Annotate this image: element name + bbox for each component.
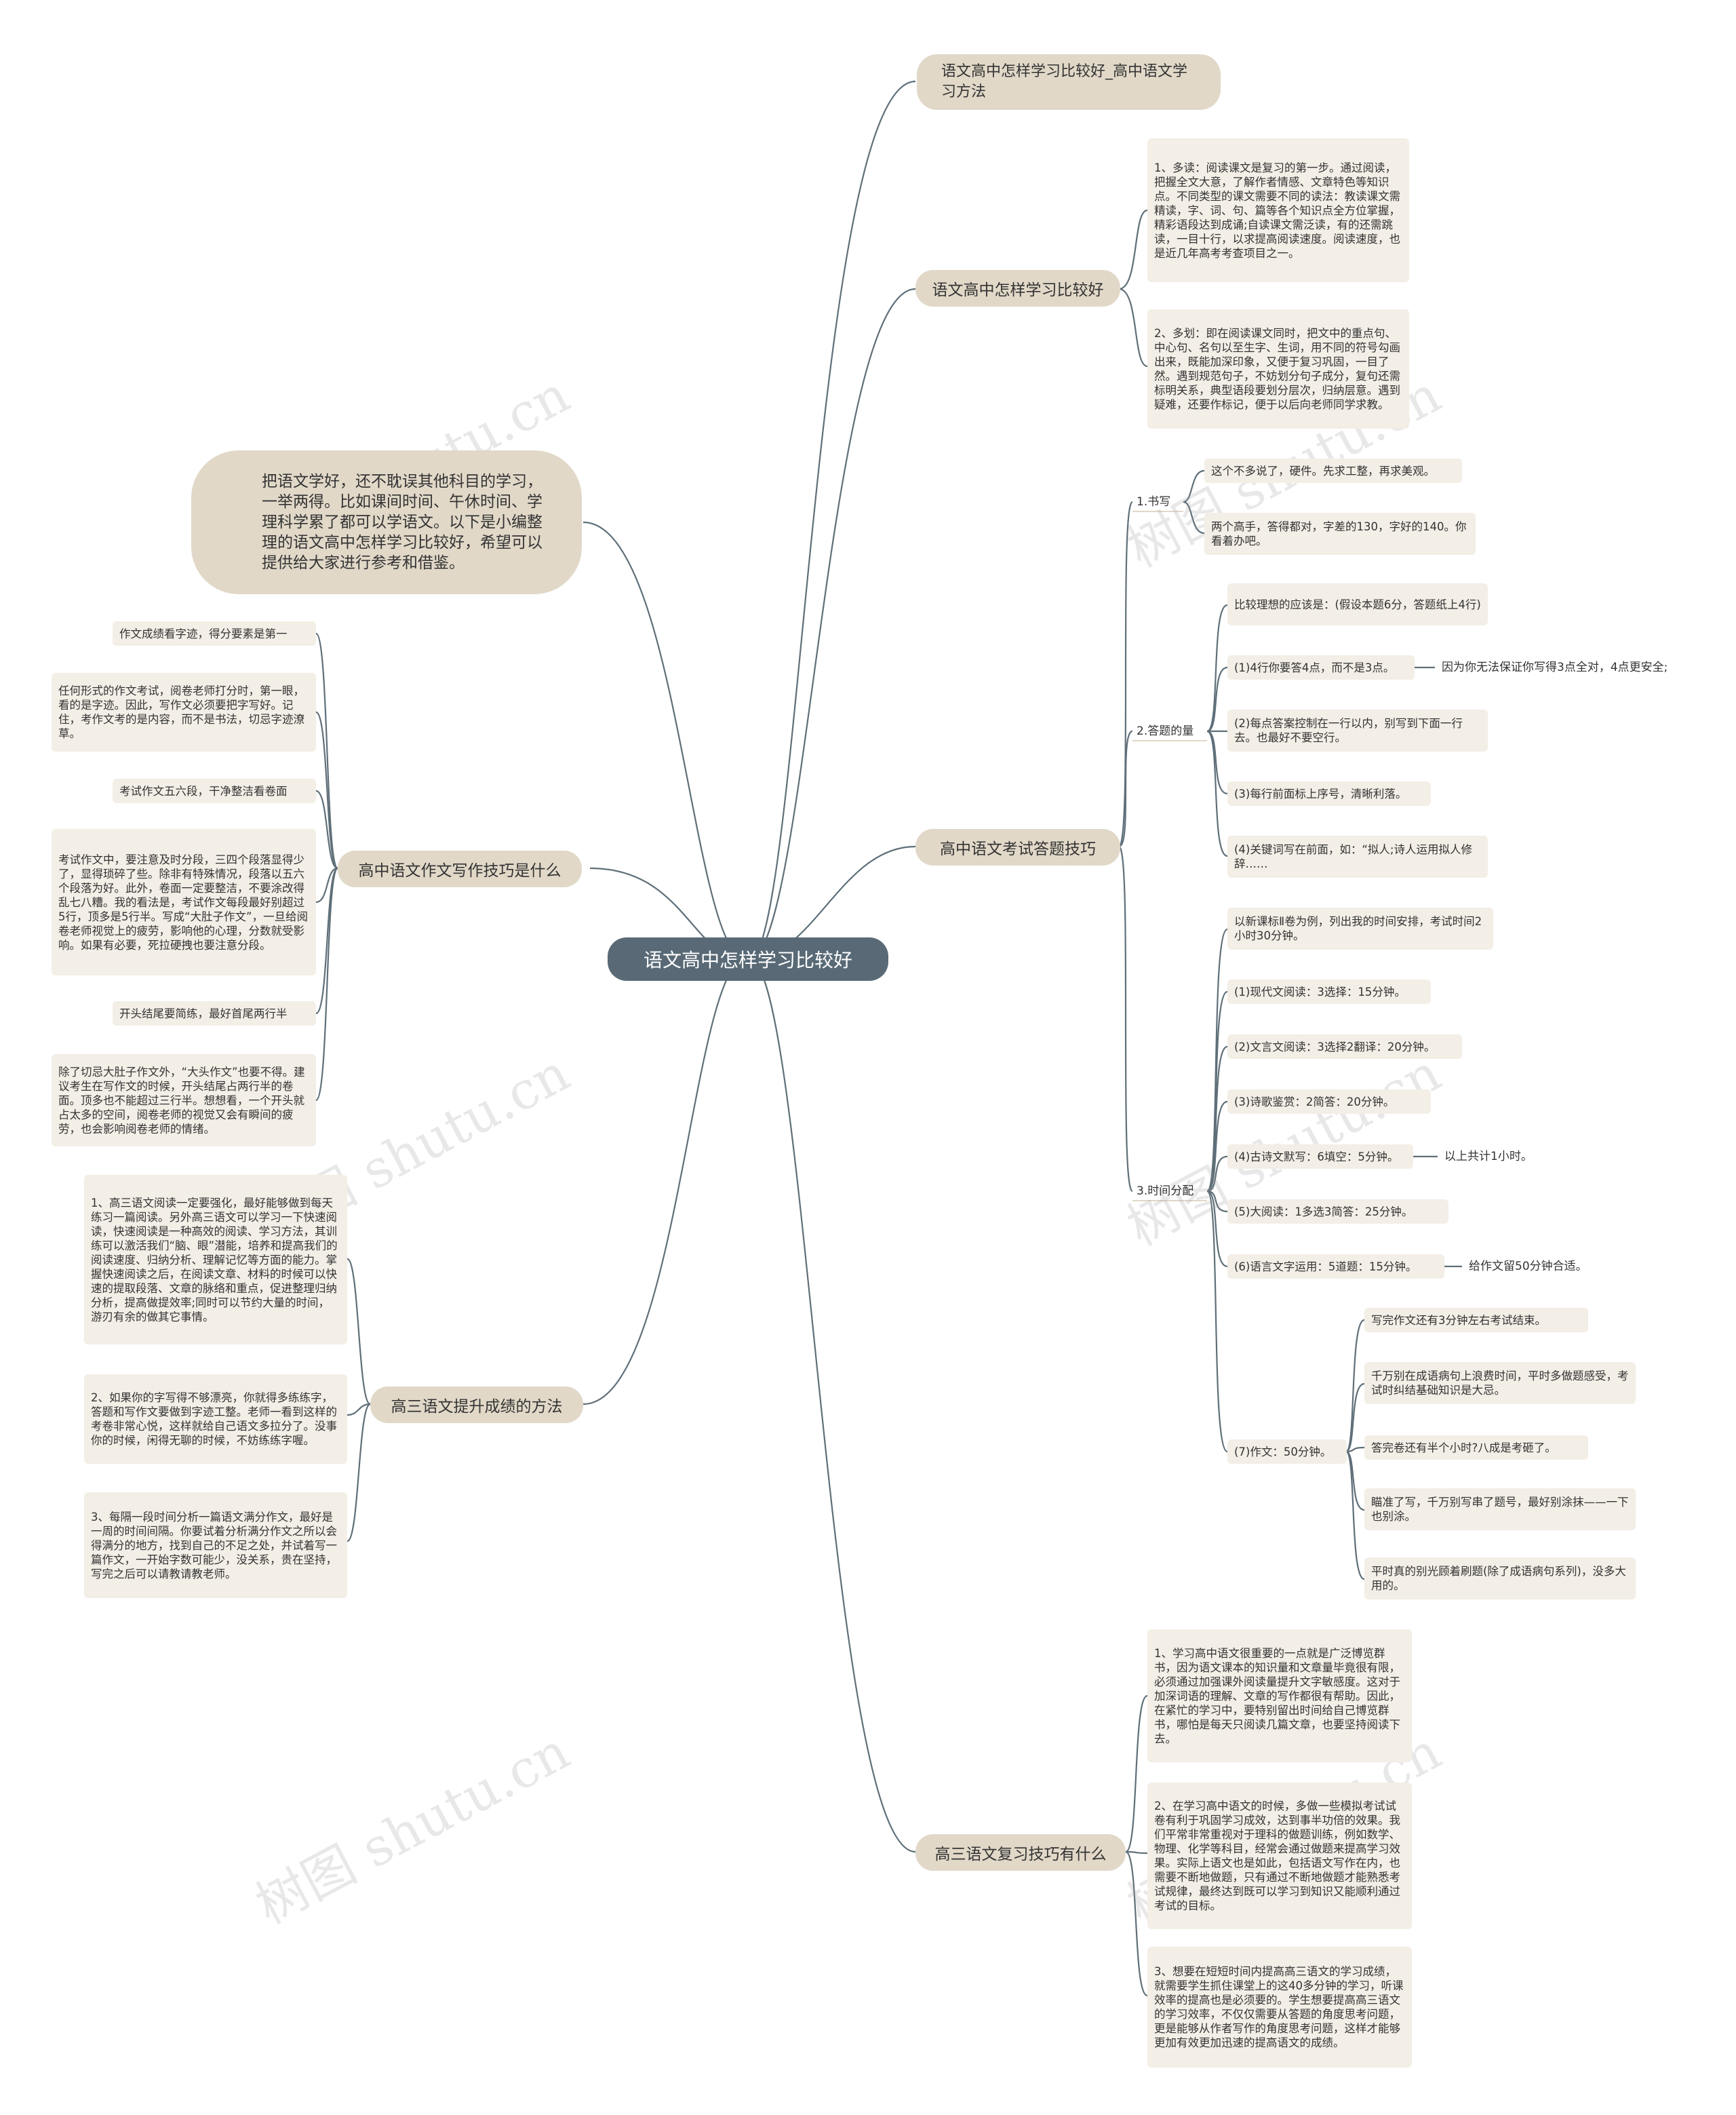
how-to-learn-item[interactable]: 2、多划：即在阅读课文同时，把文中的重点句、中心句、名句以至生字、生词，用不同的…	[1147, 309, 1409, 429]
improve-item[interactable]: 1、高三语文阅读一定要强化，最好能够做到每天练习一篇阅读。另外高三语文可以学习一…	[84, 1175, 347, 1344]
branch-writing-tips[interactable]: 高中语文作文写作技巧是什么	[338, 851, 582, 887]
exam-writing-label[interactable]: 1.书写	[1137, 495, 1171, 509]
exam-time-label[interactable]: 3.时间分配	[1137, 1184, 1194, 1198]
exam-time-item[interactable]: 以新课标Ⅱ卷为例，列出我的时间安排，考试时间2小时30分钟。	[1227, 908, 1493, 950]
writing-tip-item[interactable]: 考试作文五六段，干净整洁看卷面	[113, 779, 316, 803]
exam-amount-item[interactable]: 比较理想的应该是：(假设本题6分，答题纸上4行)	[1227, 583, 1488, 625]
exam-amount-item[interactable]: (3)每行前面标上序号，清晰利落。	[1227, 781, 1431, 806]
essay-tip-item[interactable]: 答完卷还有半个小时?八成是考砸了。	[1364, 1435, 1588, 1460]
review-item[interactable]: 3、想要在短短时间内提高高三语文的学习成绩，就需要学生抓住课堂上的这40多分钟的…	[1147, 1947, 1412, 2068]
root-topic[interactable]: 语文高中怎样学习比较好	[608, 937, 888, 981]
branch-review-tips[interactable]: 高三语文复习技巧有什么	[915, 1834, 1126, 1871]
exam-time-item[interactable]: (1)现代文阅读：3选择：15分钟。	[1227, 979, 1431, 1004]
how-to-learn-item[interactable]: 1、多读：阅读课文是复习的第一步。通过阅读，把握全文大意，了解作者情感、文章特色…	[1147, 138, 1409, 282]
review-item[interactable]: 2、在学习高中语文的时候，多做一些模拟考试试卷有利于巩固学习成效，达到事半功倍的…	[1147, 1783, 1412, 1929]
essay-tip-item[interactable]: 千万别在成语病句上浪费时间，平时多做题感受，考试时纠结基础知识是大忌。	[1364, 1362, 1636, 1404]
writing-tip-item[interactable]: 开头结尾要简练，最好首尾两行半	[113, 1001, 316, 1026]
writing-tip-item[interactable]: 考试作文中，要注意及时分段，三四个段落显得少了，显得琐碎了些。除非有特殊情况，段…	[52, 829, 316, 975]
exam-time-item[interactable]: (5)大阅读：1多选3简答：25分钟。	[1227, 1199, 1448, 1224]
branch-how-to-learn[interactable]: 语文高中怎样学习比较好	[915, 270, 1120, 307]
intro-node[interactable]: 把语文学好，还不耽误其他科目的学习，一举两得。比如课间时间、午休时间、学理科学累…	[191, 450, 582, 594]
exam-writing-item[interactable]: 这个不多说了，硬件。先求工整，再求美观。	[1204, 459, 1462, 483]
review-item[interactable]: 1、学习高中语文很重要的一点就是广泛博览群书，因为语文课本的知识量和文章量毕竟很…	[1147, 1629, 1412, 1762]
writing-tip-item[interactable]: 除了切忌大肚子作文外，“大头作文”也要不得。建议考生在写作文的时候，开头结尾占两…	[52, 1054, 316, 1146]
branch-exam-tips[interactable]: 高中语文考试答题技巧	[915, 829, 1120, 866]
exam-amount-note[interactable]: 因为你无法保证你写得3点全对，4点更安全;	[1442, 661, 1668, 674]
exam-time-note[interactable]: 以上共计1小时。	[1444, 1150, 1533, 1163]
essay-tip-item[interactable]: 写完作文还有3分钟左右考试结束。	[1364, 1308, 1588, 1332]
exam-time-item[interactable]: (2)文言文阅读：3选择2翻译：20分钟。	[1227, 1034, 1462, 1059]
essay-tip-item[interactable]: 平时真的别光顾着刷题(除了成语病句系列)，没多大用的。	[1364, 1557, 1636, 1599]
exam-time-note[interactable]: 给作文留50分钟合适。	[1469, 1260, 1587, 1273]
improve-item[interactable]: 3、每隔一段时间分析一篇语文满分作文，最好是一周的时间间隔。你要试着分析满分作文…	[84, 1492, 347, 1598]
improve-item[interactable]: 2、如果你的字写得不够漂亮，你就得多练练字，答题和写作文要做到字迹工整。老师一看…	[84, 1374, 347, 1464]
exam-time-item[interactable]: (3)诗歌鉴赏：2简答：20分钟。	[1227, 1089, 1431, 1114]
exam-amount-item[interactable]: (1)4行你要答4点，而不是3点。	[1227, 655, 1415, 680]
exam-amount-label[interactable]: 2.答题的量	[1137, 724, 1194, 738]
essay-tip-item[interactable]: 瞄准了写，千万别写串了题号，最好别涂抹——一下也别涂。	[1364, 1488, 1636, 1530]
exam-time-item[interactable]: (7)作文：50分钟。	[1227, 1439, 1347, 1464]
branch-improve-methods[interactable]: 高三语文提升成绩的方法	[370, 1386, 583, 1423]
exam-time-item[interactable]: (6)语言文字运用：5道题：15分钟。	[1227, 1254, 1444, 1279]
exam-amount-item[interactable]: (2)每点答案控制在一行以内，别写到下面一行去。也最好不要空行。	[1227, 710, 1488, 752]
writing-tip-item[interactable]: 任何形式的作文考试，阅卷老师打分时，第一眼，看的是字迹。因此，写作文必须要把字写…	[52, 673, 316, 752]
exam-time-item[interactable]: (4)古诗文默写：6填空：5分钟。	[1227, 1144, 1413, 1169]
writing-tip-item[interactable]: 作文成绩看字迹，得分要素是第一	[113, 621, 316, 646]
topic-title-node[interactable]: 语文高中怎样学习比较好_高中语文学习方法	[917, 54, 1221, 110]
exam-writing-item[interactable]: 两个高手，答得都对，字差的130，字好的140。你看着办吧。	[1204, 513, 1476, 555]
exam-amount-item[interactable]: (4)关键词写在前面，如：“拟人;诗人运用拟人修辞……	[1227, 836, 1488, 878]
